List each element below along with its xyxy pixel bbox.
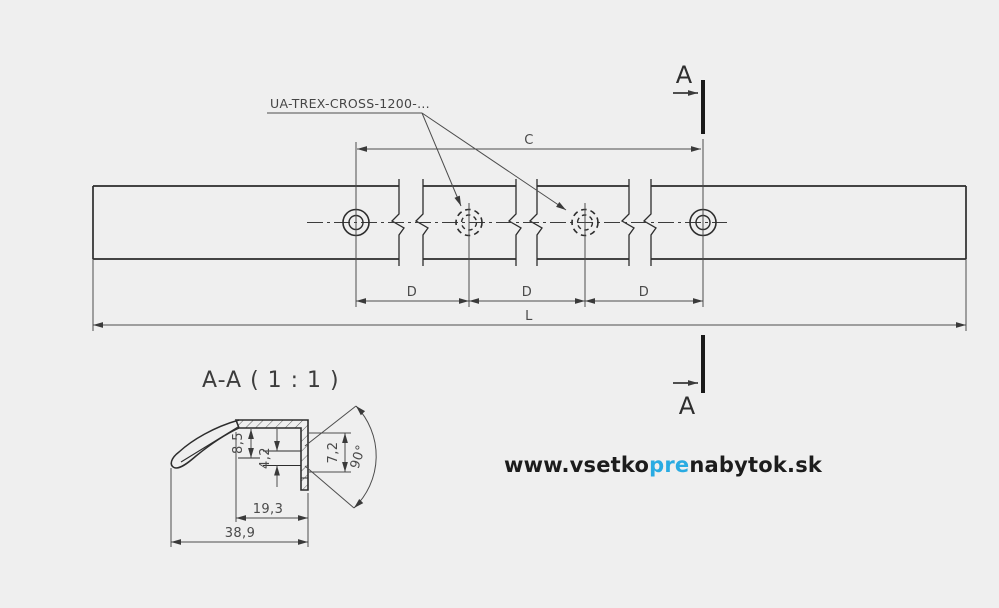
dim-90deg-label: 90° xyxy=(348,443,370,471)
dim-d3-label: D xyxy=(639,285,649,300)
dim-8-5-label: 8,5 xyxy=(231,432,246,454)
dimension-90deg: 90° xyxy=(304,405,377,509)
dim-4-2-label: 4,2 xyxy=(258,447,273,469)
watermark-highlight: pre xyxy=(649,453,690,477)
break-lines xyxy=(390,179,657,266)
dim-38-9-label: 38,9 xyxy=(225,526,256,541)
section-view: A-A ( 1 : 1 ) 8,5 4,2 xyxy=(170,368,377,547)
dim-l-label: L xyxy=(525,309,533,324)
section-title: A-A ( 1 : 1 ) xyxy=(202,368,340,393)
dim-19-3-label: 19,3 xyxy=(253,502,284,517)
groove-lines xyxy=(238,450,301,467)
dimension-l: L xyxy=(93,309,966,328)
section-cut-marker-top: A xyxy=(673,61,705,134)
dimension-7-2: 7,2 xyxy=(309,432,351,473)
section-letter-top: A xyxy=(676,61,693,89)
part-number-label: UA-TREX-CROSS-1200-... xyxy=(270,96,430,111)
dimension-4-2: 4,2 xyxy=(258,429,280,487)
dim-7-2-label: 7,2 xyxy=(326,442,341,464)
dimension-8-5: 8,5 xyxy=(231,429,254,458)
extension-lines xyxy=(92,139,967,331)
dim-d1-label: D xyxy=(407,285,417,300)
watermark-suffix: nabytok.sk xyxy=(689,453,823,477)
part-label-callout: UA-TREX-CROSS-1200-... xyxy=(267,96,567,211)
dimension-d-group: D D D xyxy=(356,285,703,304)
profile-lip xyxy=(170,419,240,469)
watermark-prefix: www.vsetko xyxy=(504,453,650,477)
dimension-19-3: 19,3 xyxy=(235,432,309,522)
section-cut-marker-bottom: A xyxy=(673,335,705,420)
website-watermark: www.vsetkoprenabytok.sk xyxy=(504,453,822,477)
dim-c-label: C xyxy=(524,133,533,148)
dimension-c: C xyxy=(357,133,701,152)
dimension-38-9: 38,9 xyxy=(170,468,309,547)
section-letter-bottom: A xyxy=(679,392,696,420)
dim-d2-label: D xyxy=(522,285,532,300)
